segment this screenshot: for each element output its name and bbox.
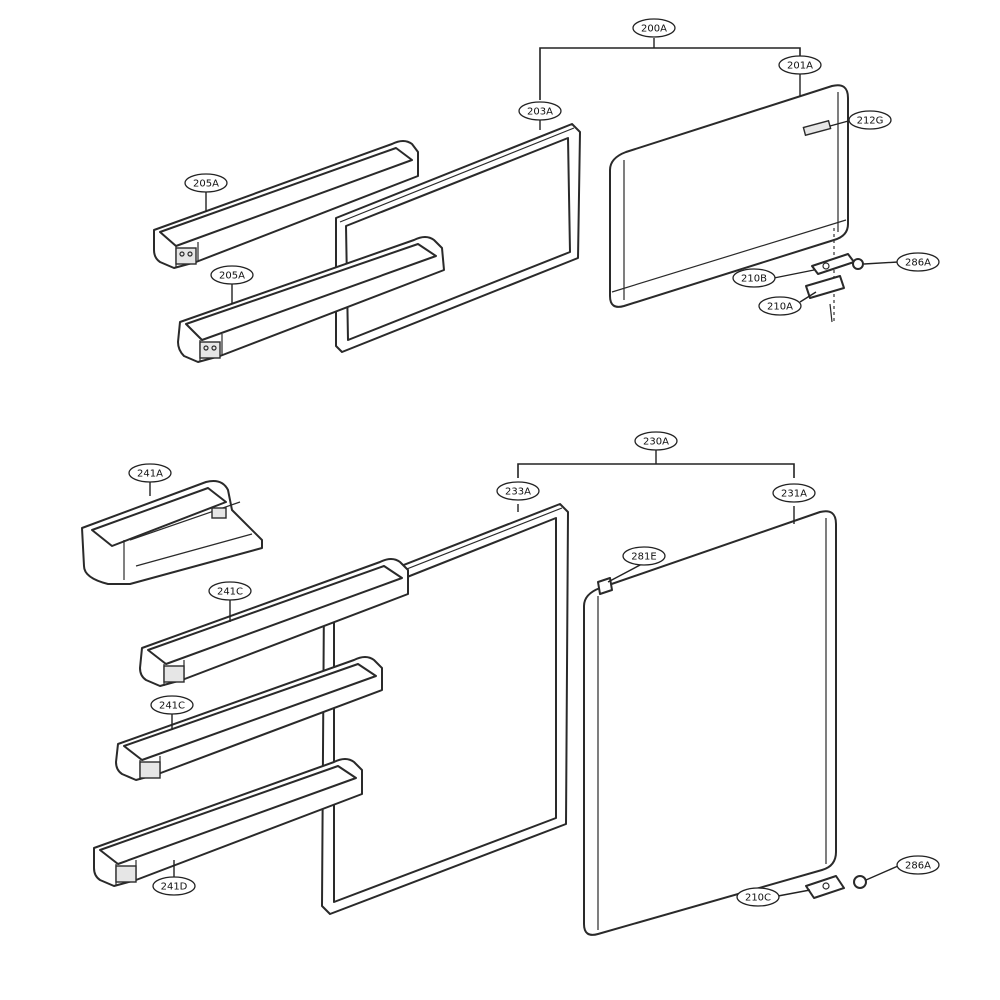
callout-210B: 210B: [732, 268, 776, 288]
leader-210C: [777, 889, 811, 897]
callout-201A: 201A: [778, 55, 822, 75]
callout-205A-1: 205A: [184, 173, 228, 193]
svg-text:241C: 241C: [159, 701, 185, 712]
svg-text:230A: 230A: [643, 437, 669, 448]
callout-286A-2: 286A: [896, 855, 940, 875]
callout-205A-2: 205A: [210, 265, 254, 285]
lower-bin-part: [81, 480, 263, 585]
callout-241A: 241A: [128, 463, 172, 483]
callout-230A: 230A: [634, 431, 678, 451]
svg-text:205A: 205A: [219, 271, 245, 282]
callout-241C-1: 241C: [208, 581, 252, 601]
svg-text:210B: 210B: [741, 274, 767, 285]
svg-text:203A: 203A: [527, 107, 553, 118]
lower-shelf-1-part: [139, 558, 409, 687]
upper-door-part: [609, 84, 849, 308]
callout-233A: 233A: [496, 481, 540, 501]
leader-212G: [829, 119, 853, 127]
lower-shelf-2-part: [115, 656, 383, 781]
lower-door-part: [583, 510, 837, 936]
svg-text:201A: 201A: [787, 61, 813, 72]
svg-text:210C: 210C: [745, 893, 771, 904]
leader-210B: [773, 269, 815, 279]
upper-shelf-bottom-part: [177, 236, 445, 363]
svg-text:212G: 212G: [857, 116, 884, 127]
lower-hinge-parts: [805, 875, 867, 899]
upper-assembly-bracket: [539, 47, 801, 100]
lower-gasket-part: [321, 503, 569, 915]
callout-241C-2: 241C: [150, 695, 194, 715]
callout-203A: 203A: [518, 101, 562, 121]
svg-text:281E: 281E: [631, 552, 656, 563]
callout-231A: 231A: [772, 483, 816, 503]
svg-text:205A: 205A: [193, 179, 219, 190]
callout-212G: 212G: [848, 110, 892, 130]
lower-assembly-bracket: [517, 463, 795, 478]
svg-text:200A: 200A: [641, 24, 667, 35]
leader-286A-1: [863, 261, 899, 265]
callout-210A: 210A: [758, 296, 802, 316]
leader-210A: [799, 291, 817, 303]
svg-text:231A: 231A: [781, 489, 807, 500]
svg-text:241D: 241D: [161, 882, 188, 893]
lower-shelf-3-part: [93, 758, 363, 887]
svg-text:286A: 286A: [905, 861, 931, 872]
callout-281E: 281E: [622, 546, 666, 566]
callout-241D: 241D: [152, 876, 196, 896]
leader-286A-2: [865, 865, 899, 881]
svg-text:233A: 233A: [505, 487, 531, 498]
callout-286A-1: 286A: [896, 252, 940, 272]
upper-shelf-top-part: [153, 140, 419, 269]
leader-281E: [607, 563, 643, 583]
svg-text:241C: 241C: [217, 587, 243, 598]
svg-text:286A: 286A: [905, 258, 931, 269]
callout-200A: 200A: [632, 18, 676, 38]
callout-210C: 210C: [736, 887, 780, 907]
svg-text:210A: 210A: [767, 302, 793, 313]
svg-text:241A: 241A: [137, 469, 163, 480]
